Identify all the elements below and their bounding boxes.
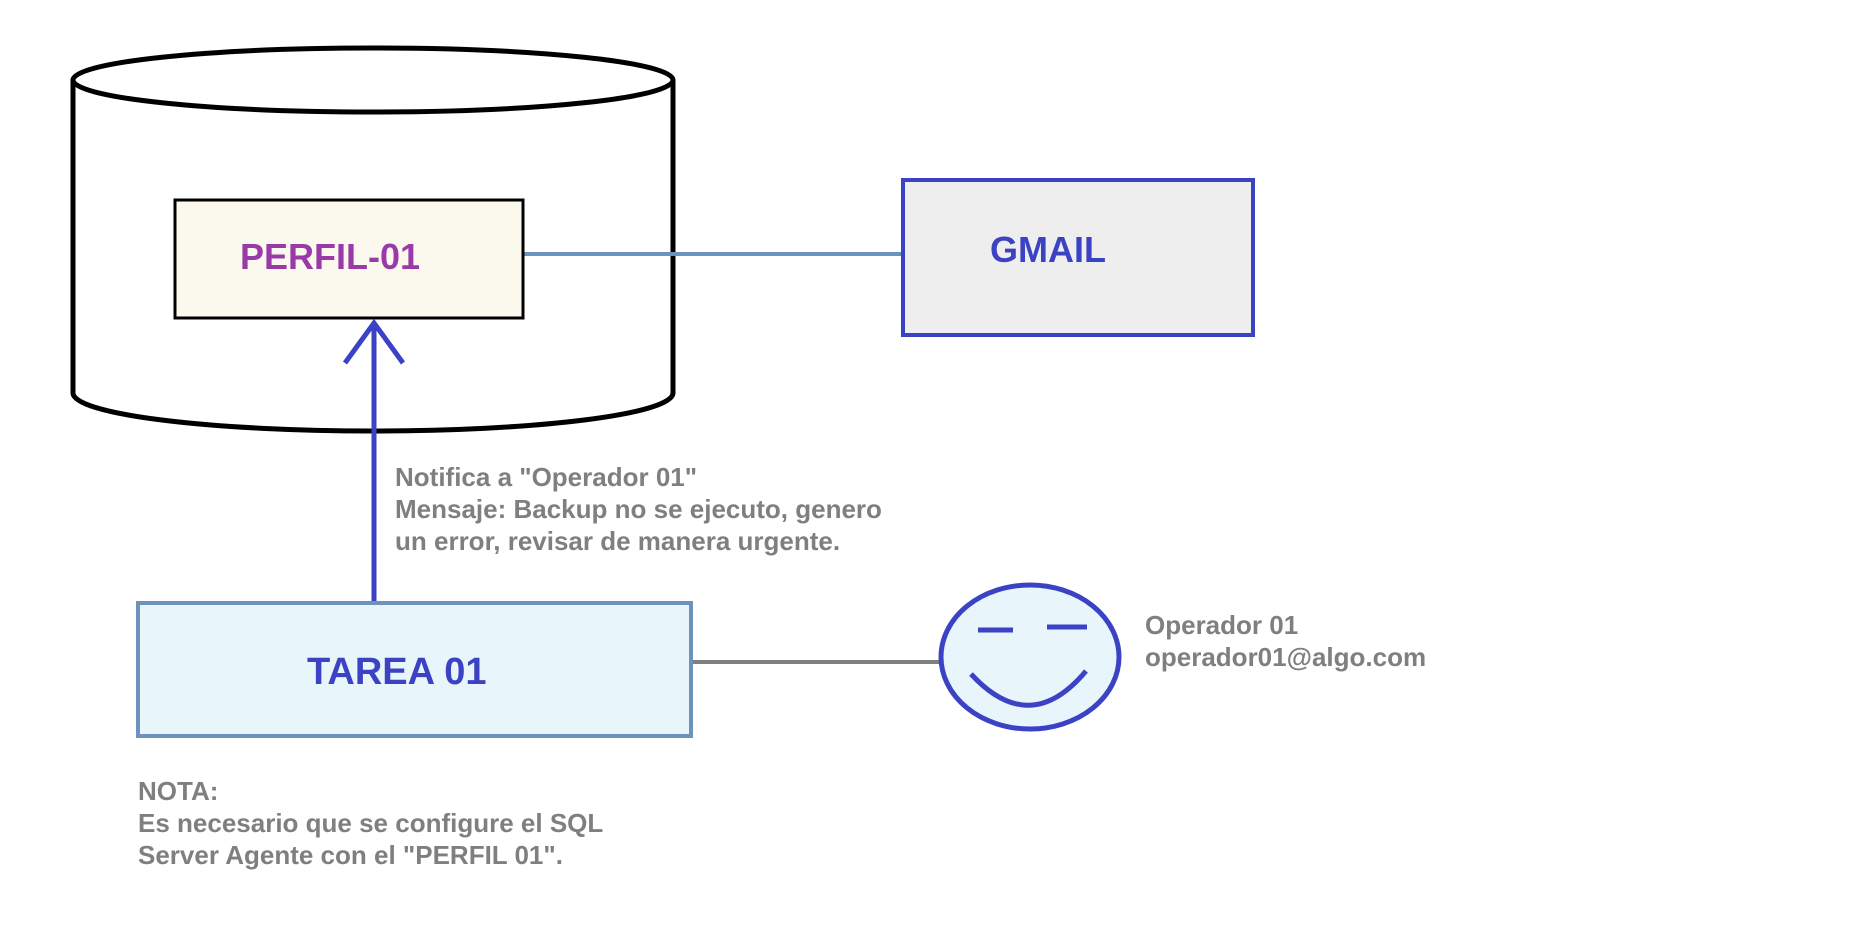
- operator-smiley-icon[interactable]: [938, 582, 1122, 732]
- note-line-3: Server Agente con el "PERFIL 01".: [138, 840, 563, 870]
- notification-text: Notifica a "Operador 01" Mensaje: Backup…: [395, 462, 882, 556]
- gmail-box: [901, 178, 1255, 337]
- operator-email: operador01@algo.com: [1145, 642, 1426, 672]
- tarea-box: [136, 601, 693, 738]
- smiley-face: [938, 582, 1122, 732]
- note-line-1: NOTA:: [138, 776, 218, 806]
- perfil-box: [173, 198, 525, 320]
- notify-arrow: [342, 318, 406, 603]
- smiley-mouth: [969, 669, 1088, 708]
- tarea-label: TAREA 01: [307, 651, 486, 693]
- gmail-node[interactable]: GMAIL: [901, 178, 1255, 337]
- perfil-label: PERFIL-01: [240, 236, 420, 277]
- operator-name: Operador 01: [1145, 610, 1298, 640]
- notification-line-2: Mensaje: Backup no se ejecuto, genero: [395, 494, 882, 524]
- note-text: NOTA: Es necesario que se configure el S…: [138, 776, 603, 870]
- notification-line-1: Notifica a "Operador 01": [395, 462, 697, 492]
- operator-info: Operador 01 operador01@algo.com: [1145, 610, 1426, 672]
- gmail-label: GMAIL: [990, 229, 1106, 270]
- arrow-head-icon: [342, 318, 406, 365]
- notification-line-3: un error, revisar de manera urgente.: [395, 526, 840, 556]
- tarea-node[interactable]: TAREA 01: [136, 601, 693, 738]
- note-line-2: Es necesario que se configure el SQL: [138, 808, 603, 838]
- perfil-node[interactable]: PERFIL-01: [173, 198, 525, 320]
- cylinder-top: [70, 45, 676, 115]
